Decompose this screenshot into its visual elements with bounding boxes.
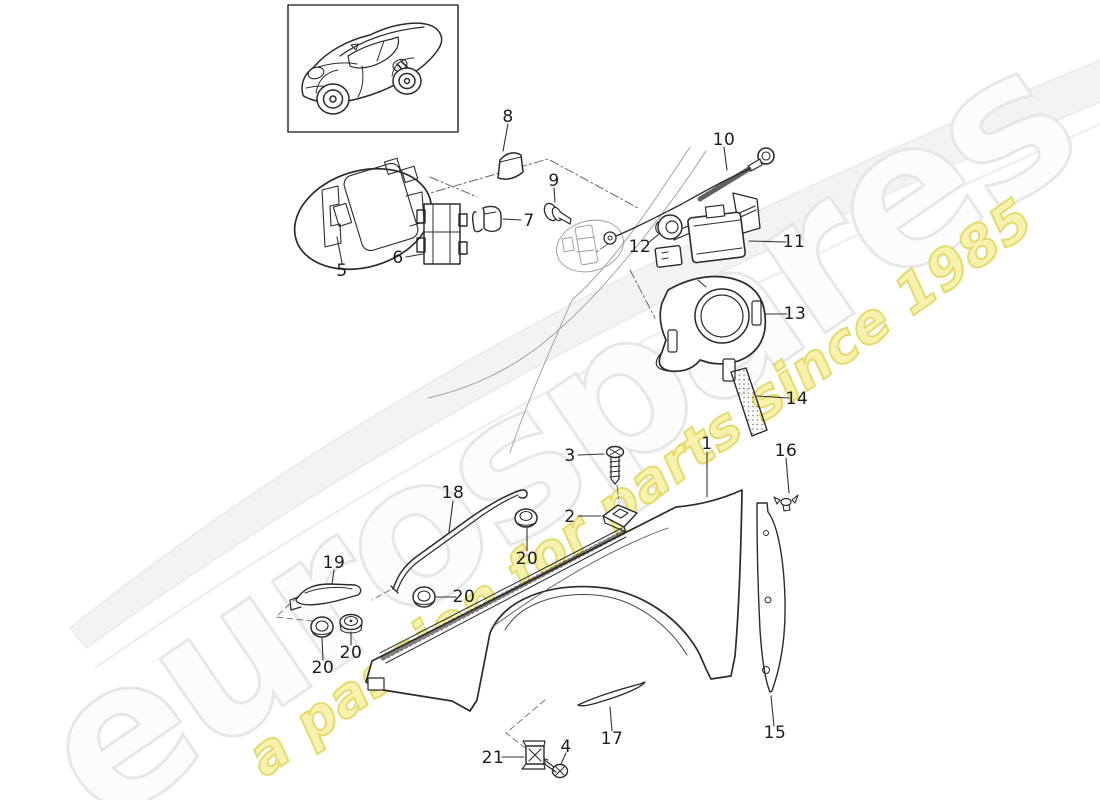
part-4-screw [541, 757, 569, 779]
part-18-support-rod [390, 489, 528, 594]
part-20-nut-a [310, 616, 334, 638]
part-10-cable [603, 147, 775, 245]
datum-lines [419, 158, 656, 504]
vehicle-drawing [301, 22, 443, 115]
part-17-trim-strip [577, 681, 646, 707]
part-1-fender [365, 489, 743, 712]
part-20-nut-b [339, 613, 363, 634]
part-11-actuator [654, 192, 761, 268]
swoosh-band [68, 59, 1100, 650]
part-3-screw [605, 445, 625, 485]
part-19-bracket [289, 583, 362, 611]
part-2-clip-nut [602, 504, 638, 533]
leader-lines [321, 123, 790, 765]
part-9-pin [543, 202, 572, 225]
part-6-bracket [416, 203, 468, 265]
part-5-cover-plate [293, 157, 433, 271]
part-7-clip [471, 205, 502, 233]
vehicle-inset [287, 4, 459, 133]
ghost-bodyside-lines [427, 146, 707, 453]
part-16-clip [773, 494, 799, 512]
part-20-nut-d [514, 508, 538, 528]
part-12-grommet [655, 214, 683, 240]
part-14-protective-strip [730, 367, 768, 437]
swoosh-tail-line [94, 122, 1100, 670]
part-13-housing [655, 275, 767, 382]
part-15-edge-strip [756, 502, 786, 693]
part-8-cap [497, 152, 524, 180]
part-21-clip [521, 740, 546, 770]
part-20-nut-c [412, 586, 436, 608]
